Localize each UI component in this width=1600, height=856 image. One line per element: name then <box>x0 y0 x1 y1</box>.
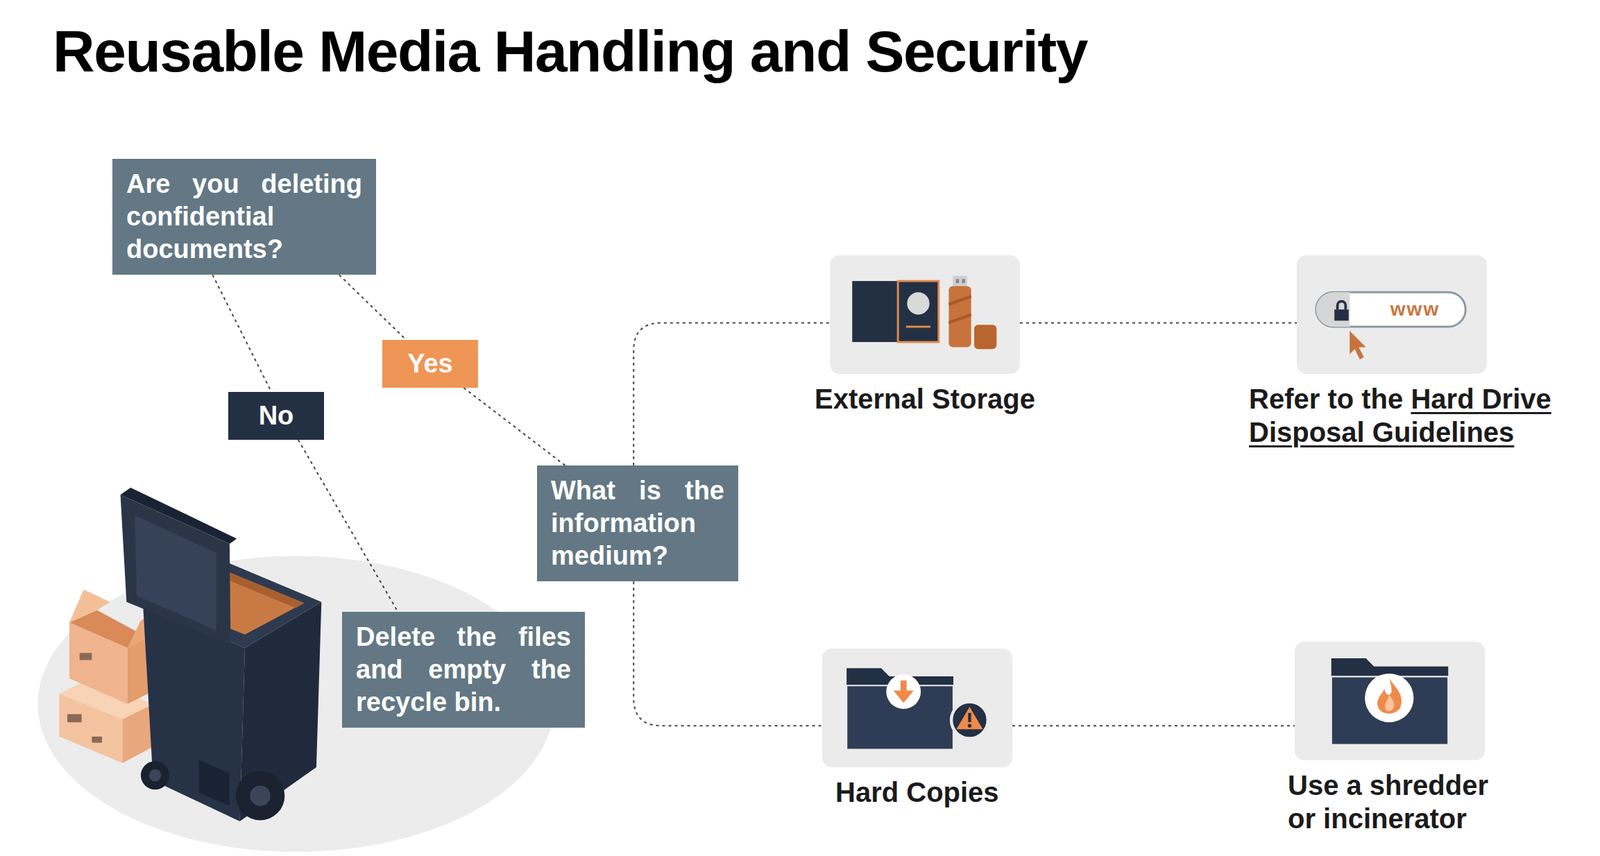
box-text: Yes <box>407 347 454 381</box>
dotted-connector <box>633 322 830 466</box>
icon-card: www <box>1296 255 1487 374</box>
incinerate-icon <box>1294 641 1485 761</box>
box-text: Delete the files and empty the recycle b… <box>355 620 572 719</box>
medium-card: External Storage <box>814 255 1036 416</box>
dotted-connector <box>633 581 823 726</box>
card-label: Hard Copies <box>835 775 1000 810</box>
icon-card <box>822 648 1013 768</box>
action-card: wwwRefer to theHard Drive Disposal Guide… <box>1248 255 1576 449</box>
label-text: Refer to the <box>1248 383 1403 415</box>
label-text: Use a shredder or incinerator <box>1287 770 1489 834</box>
card-label: Use a shredder or incinerator <box>1287 768 1517 836</box>
wheelie-bin <box>120 487 322 822</box>
label-text: External Storage <box>814 383 1036 415</box>
action-box: Delete the files and empty the recycle b… <box>342 611 585 728</box>
action-card: Use a shredder or incinerator <box>1287 641 1517 836</box>
medium-card: Hard Copies <box>822 648 1013 810</box>
card-label: External Storage <box>814 382 1036 416</box>
label-text: Hard Copies <box>835 777 1000 808</box>
external-storage-icon <box>829 255 1020 374</box>
dotted-connector <box>212 274 272 393</box>
url-text: www <box>1364 292 1466 327</box>
box-text: Are you deleting confidential documents? <box>126 167 363 266</box>
icon-card <box>829 255 1020 374</box>
dotted-connector <box>1019 321 1297 324</box>
dotted-connector <box>1012 725 1295 727</box>
answer-box: No <box>228 392 325 440</box>
dotted-connector <box>463 387 565 466</box>
hard-copy-icon <box>822 648 1013 768</box>
dotted-connector <box>298 439 399 612</box>
icon-card <box>1294 641 1485 761</box>
box-text: What is the information medium? <box>550 474 725 573</box>
box-text: No <box>258 399 295 433</box>
decision-box: What is the information medium? <box>537 465 739 582</box>
dotted-connector <box>339 274 407 340</box>
decision-box: Are you deleting confidential documents? <box>112 158 377 275</box>
card-label: Refer to theHard Drive Disposal Guidelin… <box>1248 382 1576 449</box>
answer-box: Yes <box>382 339 479 388</box>
diagram-title: Reusable Media Handling and Security <box>52 18 1088 86</box>
